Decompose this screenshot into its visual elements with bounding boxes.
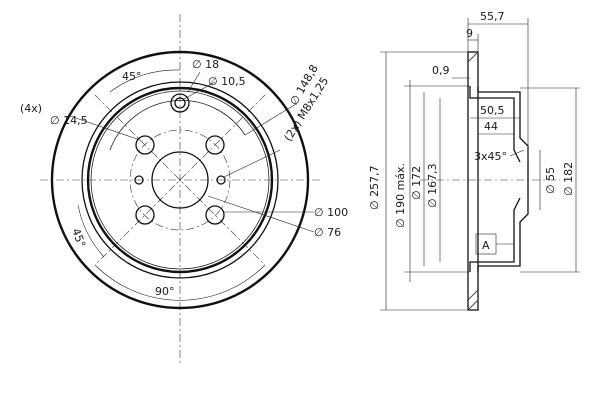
- leader-dia-76: [207, 195, 315, 233]
- label-dia-10-5: ∅ 10,5: [208, 75, 246, 88]
- label-width-total: 55,7: [480, 10, 505, 23]
- label-dia-100: ∅ 100: [314, 206, 348, 219]
- angle-arc-top: [109, 69, 181, 93]
- label-dia-55: ∅ 55: [544, 167, 557, 194]
- label-dia-14-5: ∅ 14,5: [50, 114, 88, 127]
- stud-hole-3: [135, 205, 155, 225]
- label-dia-182: ∅ 182: [562, 162, 575, 196]
- section-disc-plate: [467, 51, 479, 311]
- bolt-circle: [129, 129, 231, 231]
- leader-dia-14-5: [69, 115, 141, 141]
- locating-hole-inner: [174, 97, 186, 109]
- hatch-3: [467, 299, 479, 311]
- section-hat-outline-bottom: [477, 198, 529, 272]
- section-view: 55,7 9 0,9 50,5 44 3x45° ∅ 257,7 ∅ 190 m…: [368, 10, 580, 311]
- label-dim-50-5: 50,5: [480, 104, 505, 117]
- label-dim-44: 44: [484, 120, 498, 133]
- label-dia-167-3: ∅ 167,3: [426, 163, 439, 208]
- leader-dia-148-8: [244, 103, 297, 136]
- section-hat-inner-top: [469, 86, 521, 163]
- label-holes-count: (4x): [20, 102, 42, 115]
- label-angle-left: 45°: [69, 227, 88, 250]
- track-ring-outer: [81, 81, 279, 279]
- leader-chamfer: [509, 149, 525, 157]
- stud-hole-2: [205, 135, 225, 155]
- label-dia-257-7: ∅ 257,7: [368, 165, 381, 210]
- hatch-2: [467, 289, 479, 301]
- section-hat-inner-bottom: [469, 197, 521, 272]
- label-datum: A: [482, 239, 490, 252]
- leader-thread: [223, 149, 281, 178]
- track-ring-third: [90, 90, 270, 270]
- label-chamfer: 3x45°: [474, 150, 507, 163]
- leader-dia-18: [187, 71, 201, 93]
- thread-hole-left: [134, 175, 144, 185]
- label-angle-top: 45°: [122, 70, 142, 83]
- label-width-9: 9: [466, 27, 473, 40]
- stud-hole-4: [205, 205, 225, 225]
- hub-bore: [151, 151, 209, 209]
- disc-outer-edge: [50, 50, 310, 310]
- label-angle-bottom: 90°: [155, 285, 175, 298]
- label-dia-76: ∅ 76: [314, 226, 341, 239]
- label-dim-0-9: 0,9: [432, 64, 450, 77]
- leader-dia-10-5: [183, 81, 216, 100]
- hatch-1: [467, 51, 479, 63]
- stud-hole-1: [135, 135, 155, 155]
- track-ring-inner: [86, 86, 274, 274]
- label-dia-172: ∅ 172: [410, 166, 423, 200]
- front-view: 45° ∅ 18 ∅ 10,5 ∅ 148,8 (4x) ∅ 14,5 (2x)…: [20, 14, 348, 365]
- arc-148-8: [109, 100, 246, 151]
- angle-arc-bottom: [94, 264, 266, 301]
- angle-arc-left: [77, 204, 105, 258]
- label-dia-18: ∅ 18: [192, 58, 219, 71]
- thread-hole-right: [216, 175, 226, 185]
- locating-hole-outer: [170, 93, 190, 113]
- label-dia-190: ∅ 190 máx.: [394, 163, 407, 228]
